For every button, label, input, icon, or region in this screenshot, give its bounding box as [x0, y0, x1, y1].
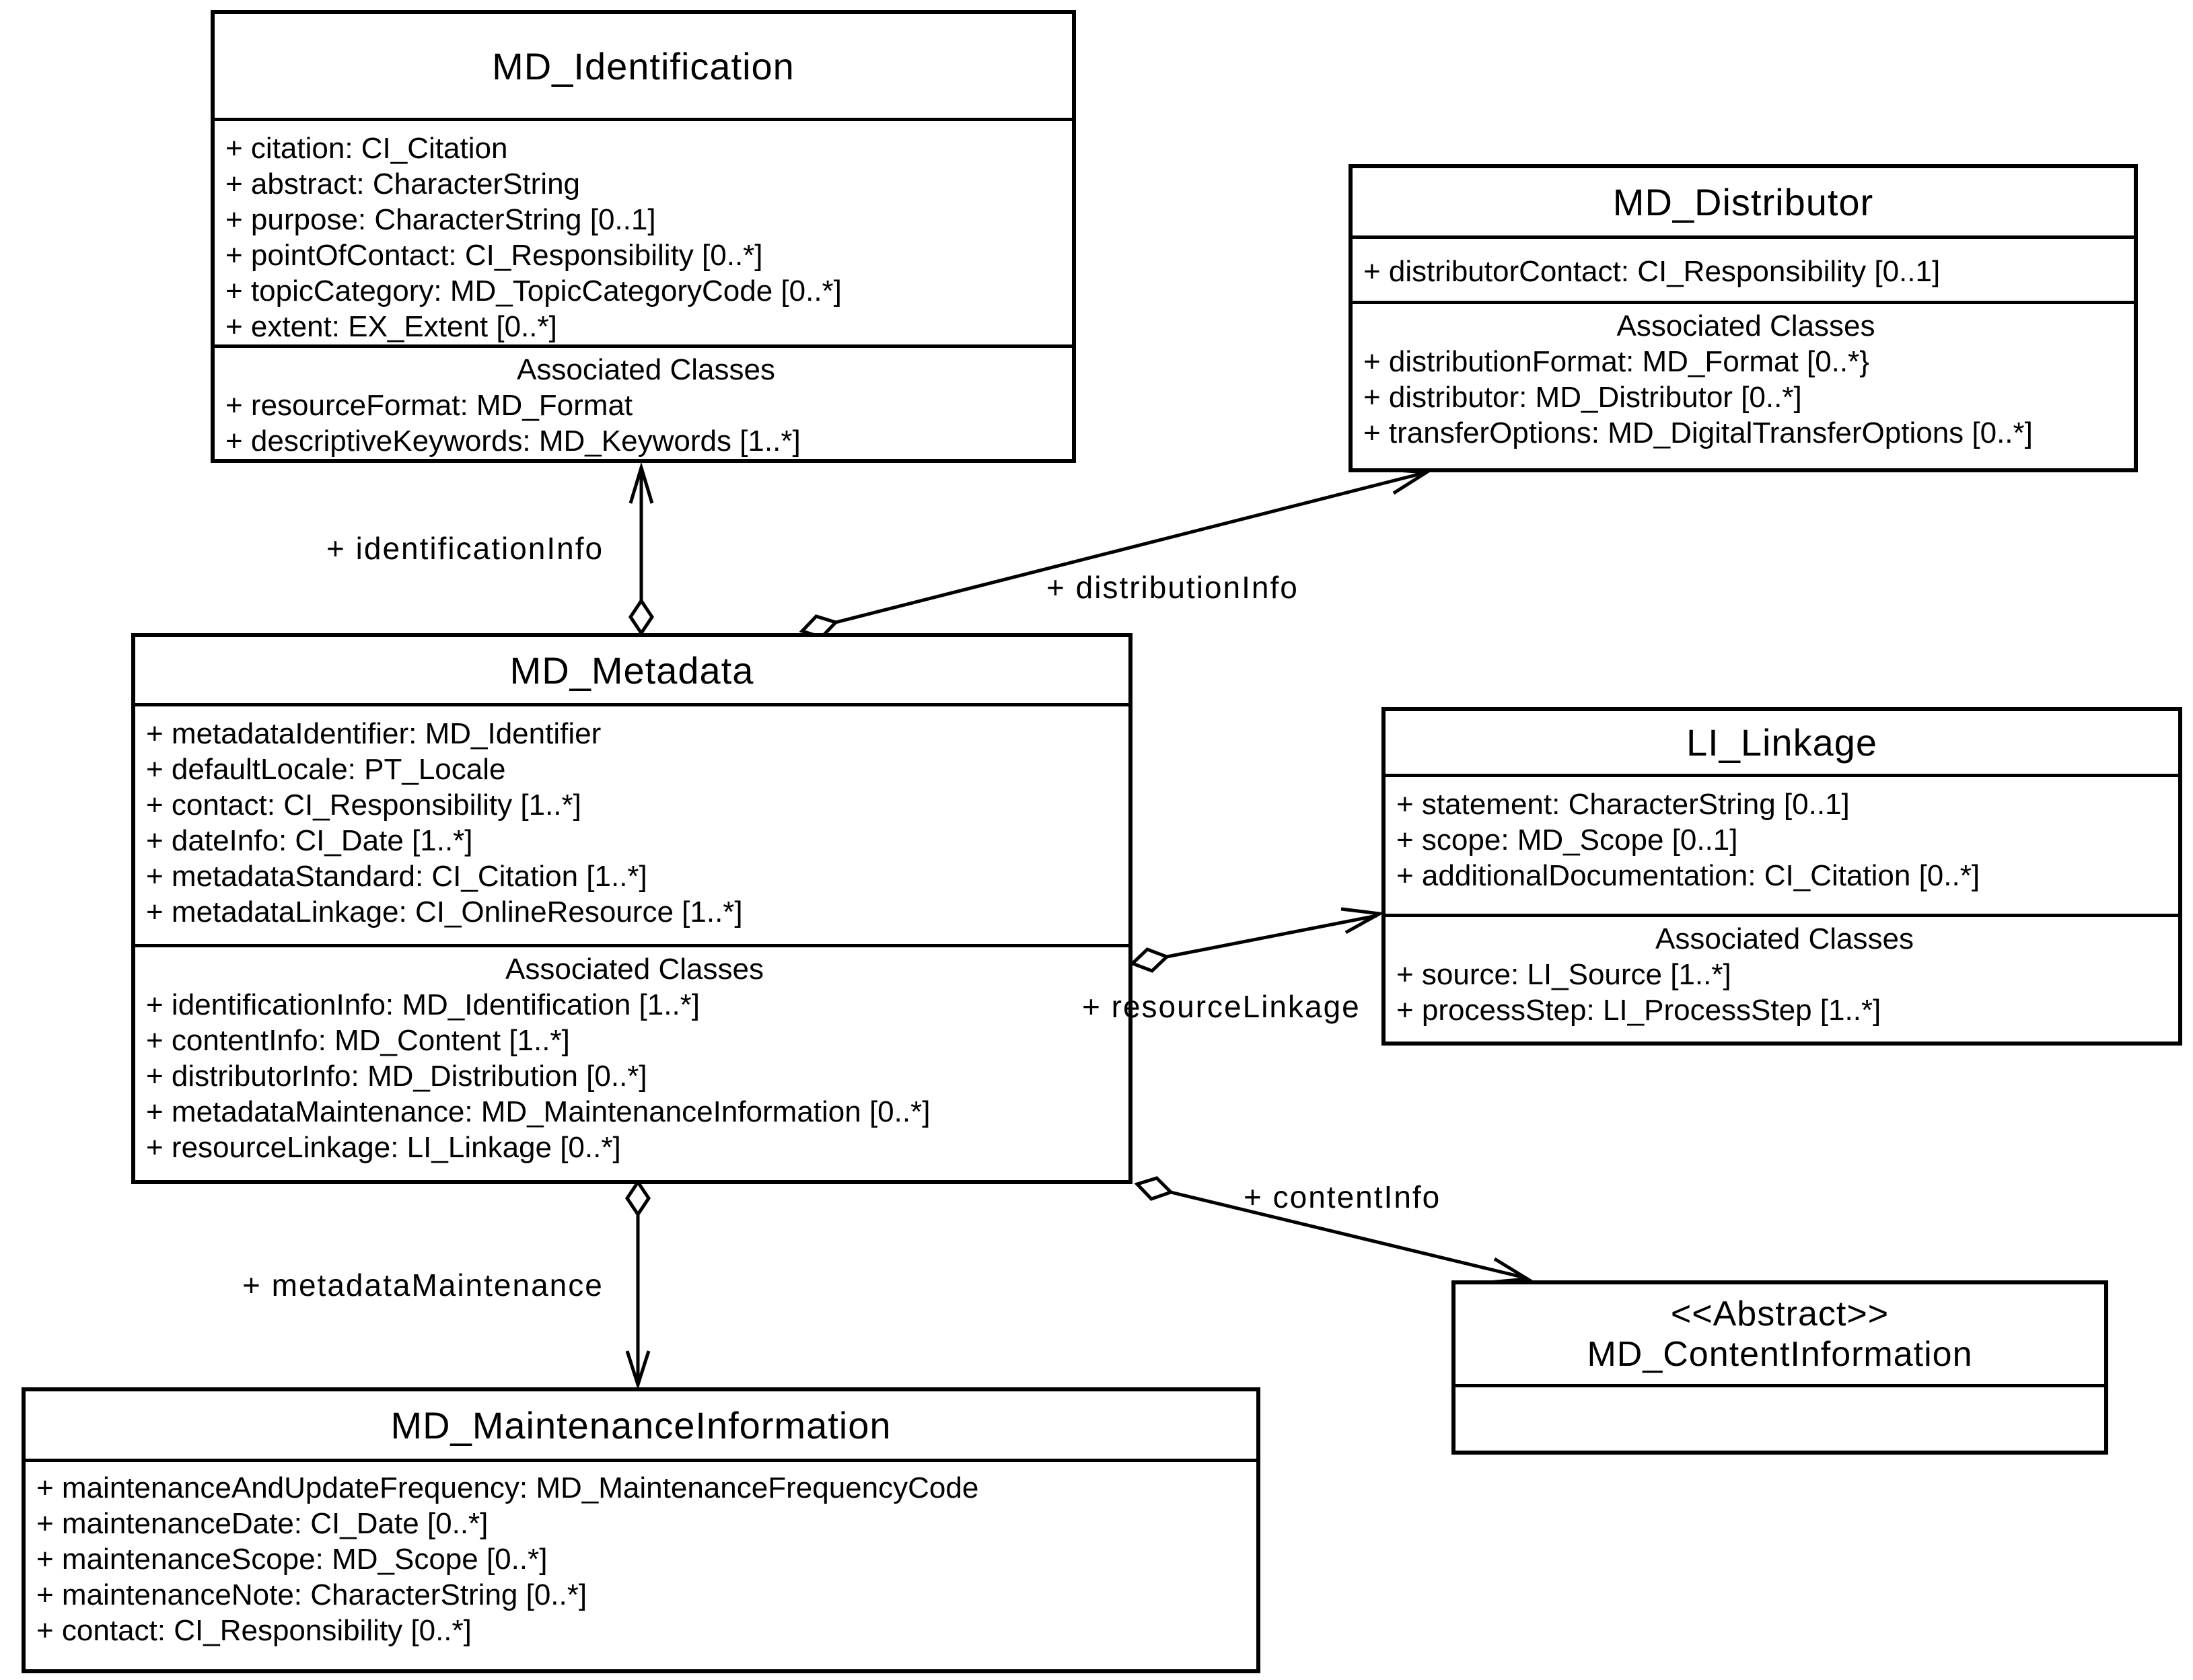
- class-stereotype: <<Abstract>>: [1670, 1294, 1890, 1334]
- attribute-row: + statement: CharacterString [0..1]: [1396, 788, 1850, 821]
- edge-label-metadata-maintenance: + metadataMaintenance: [242, 1268, 604, 1303]
- attribute-row: + metadataIdentifier: MD_Identifier: [146, 717, 602, 750]
- class-title: MD_MaintenanceInformation: [390, 1403, 892, 1447]
- attribute-row: + metadataLinkage: CI_OnlineResource [1.…: [146, 896, 743, 928]
- arrowhead-icon: [625, 1350, 651, 1391]
- attribute-row: + descriptiveKeywords: MD_Keywords [1..*…: [225, 425, 801, 458]
- attribute-row: + distributor: MD_Distributor [0..*]: [1363, 381, 1802, 414]
- attribute-row: + scope: MD_Scope [0..1]: [1396, 824, 1738, 856]
- class-box-li-linkage: LI_Linkage + statement: CharacterString …: [1381, 707, 2182, 1046]
- edge-metadata-maintenance: [624, 1179, 651, 1391]
- class-box-md-maintenanceinformation: MD_MaintenanceInformation + maintenanceA…: [22, 1387, 1260, 1673]
- attribute-row: + abstract: CharacterString: [225, 168, 581, 200]
- attribute-row: + contact: CI_Responsibility [1..*]: [146, 789, 581, 821]
- associated-classes-header: Associated Classes: [517, 353, 775, 386]
- attribute-row: + maintenanceNote: CharacterString [0..*…: [36, 1578, 587, 1611]
- class-box-md-distributor: MD_Distributor + distributorContact: CI_…: [1349, 164, 2138, 472]
- attribute-row: + distributionFormat: MD_Format [0..*}: [1363, 345, 1869, 378]
- associated-classes-header: Associated Classes: [1655, 922, 1914, 955]
- attribute-row: + defaultLocale: PT_Locale: [146, 753, 506, 786]
- class-title: MD_Distributor: [1612, 180, 1874, 223]
- class-box-md-identification: MD_Identification + citation: CI_Citatio…: [211, 10, 1076, 463]
- edge-label-identification-info: + identificationInfo: [326, 531, 604, 566]
- edge-label-resource-linkage: + resourceLinkage: [1082, 989, 1361, 1024]
- associated-classes-header: Associated Classes: [1616, 309, 1875, 342]
- attribute-row: + transferOptions: MD_DigitalTransferOpt…: [1363, 416, 2033, 449]
- attribute-row: + resourceFormat: MD_Format: [225, 389, 633, 422]
- attribute-row: + maintenanceScope: MD_Scope [0..*]: [36, 1543, 548, 1576]
- class-title: MD_Metadata: [509, 649, 754, 692]
- attribute-row: + distributorContact: CI_Responsibility …: [1363, 255, 1941, 288]
- attribute-row: + source: LI_Source [1..*]: [1396, 958, 1731, 991]
- aggregation-diamond-icon: [628, 597, 655, 636]
- attribute-row: + dateInfo: CI_Date [1..*]: [146, 824, 473, 857]
- edge-label-distribution-info: + distributionInfo: [1046, 570, 1299, 605]
- attribute-row: + topicCategory: MD_TopicCategoryCode [0…: [225, 275, 842, 307]
- aggregation-diamond-icon: [1129, 947, 1170, 973]
- attribute-row: + maintenanceDate: CI_Date [0..*]: [36, 1507, 489, 1540]
- edge-line: [835, 471, 1425, 624]
- associated-classes-header: Associated Classes: [505, 953, 764, 986]
- edge-resource-linkage: [1129, 907, 1385, 973]
- edge-content-info: [1134, 1176, 1533, 1284]
- attribute-row: + processStep: LI_ProcessStep [1..*]: [1396, 994, 1881, 1027]
- class-title: MD_ContentInformation: [1587, 1335, 1973, 1374]
- attribute-row: + resourceLinkage: LI_Linkage [0..*]: [146, 1131, 621, 1164]
- aggregation-diamond-icon: [1134, 1176, 1174, 1201]
- class-title: MD_Identification: [492, 44, 795, 87]
- class-box-md-metadata: MD_Metadata + metadataIdentifier: MD_Ide…: [131, 633, 1133, 1184]
- attribute-row: + citation: CI_Citation: [225, 132, 508, 165]
- edge-line: [1166, 914, 1377, 959]
- attribute-row: + identificationInfo: MD_Identification …: [146, 988, 700, 1021]
- attribute-row: + maintenanceAndUpdateFrequency: MD_Main…: [36, 1471, 979, 1504]
- edge-distribution-info: [799, 468, 1432, 639]
- arrowhead-icon: [628, 462, 654, 504]
- attribute-row: + contentInfo: MD_Content [1..*]: [146, 1024, 570, 1057]
- attribute-row: + contact: CI_Responsibility [0..*]: [36, 1614, 472, 1647]
- attribute-row: + pointOfContact: CI_Responsibility [0..…: [225, 239, 763, 272]
- attribute-row: + extent: EX_Extent [0..*]: [225, 310, 557, 343]
- edge-label-content-info: + contentInfo: [1244, 1179, 1441, 1214]
- attribute-row: + metadataMaintenance: MD_MaintenanceInf…: [146, 1095, 931, 1128]
- aggregation-diamond-icon: [624, 1179, 651, 1218]
- empty-compartment: [1455, 1384, 2104, 1451]
- attribute-row: + additionalDocumentation: CI_Citation […: [1396, 859, 1980, 892]
- arrowhead-icon: [1340, 907, 1385, 935]
- attribute-row: + metadataStandard: CI_Citation [1..*]: [146, 860, 647, 893]
- class-title: LI_Linkage: [1686, 721, 1877, 764]
- attribute-row: + purpose: CharacterString [0..1]: [225, 203, 656, 236]
- edge-line: [1170, 1190, 1525, 1280]
- edge-identification-info: [628, 462, 655, 636]
- attribute-row: + distributorInfo: MD_Distribution [0..*…: [146, 1060, 647, 1093]
- class-box-md-contentinformation: <<Abstract>> MD_ContentInformation: [1451, 1280, 2108, 1455]
